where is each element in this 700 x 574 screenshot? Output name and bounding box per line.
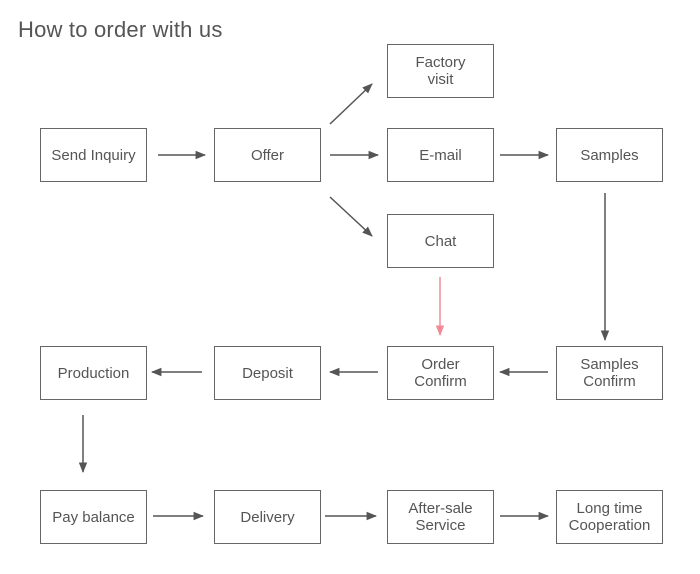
step-after-sale-service: After-sale Service bbox=[387, 490, 494, 544]
step-label: E-mail bbox=[419, 146, 462, 164]
step-label: Confirm bbox=[583, 373, 636, 390]
step-deposit: Deposit bbox=[214, 346, 321, 400]
step-production: Production bbox=[40, 346, 147, 400]
step-email: E-mail bbox=[387, 128, 494, 182]
step-long-time-cooperation: Long time Cooperation bbox=[556, 490, 663, 544]
step-label: After-sale bbox=[408, 500, 473, 517]
step-samples-confirm: Samples Confirm bbox=[556, 346, 663, 400]
page-title: How to order with us bbox=[18, 17, 223, 42]
step-label: Deposit bbox=[242, 364, 293, 382]
step-label: Samples bbox=[580, 356, 639, 373]
step-label: Chat bbox=[424, 232, 457, 250]
step-label: Service bbox=[415, 517, 466, 534]
step-label: Delivery bbox=[240, 508, 295, 526]
step-label: Order bbox=[421, 356, 460, 373]
step-label: Factory bbox=[415, 54, 466, 71]
step-chat: Chat bbox=[387, 214, 494, 268]
step-label: Offer bbox=[250, 146, 285, 164]
step-label: visit bbox=[427, 71, 454, 88]
step-order-confirm: Order Confirm bbox=[387, 346, 494, 400]
step-send-inquiry: Send Inquiry bbox=[40, 128, 147, 182]
step-label: Cooperation bbox=[568, 517, 651, 534]
arrow-offer-to-factory bbox=[329, 83, 373, 125]
step-label: Long time bbox=[576, 500, 643, 517]
step-pay-balance: Pay balance bbox=[40, 490, 147, 544]
step-offer: Offer bbox=[214, 128, 321, 182]
step-label: Pay balance bbox=[52, 508, 135, 526]
step-factory-visit: Factory visit bbox=[387, 44, 494, 98]
step-label: Send Inquiry bbox=[51, 146, 136, 164]
step-delivery: Delivery bbox=[214, 490, 321, 544]
step-label: Samples bbox=[580, 146, 639, 164]
step-label: Production bbox=[57, 364, 130, 382]
arrow-offer-to-chat bbox=[329, 196, 373, 237]
step-samples: Samples bbox=[556, 128, 663, 182]
step-label: Confirm bbox=[414, 373, 467, 390]
